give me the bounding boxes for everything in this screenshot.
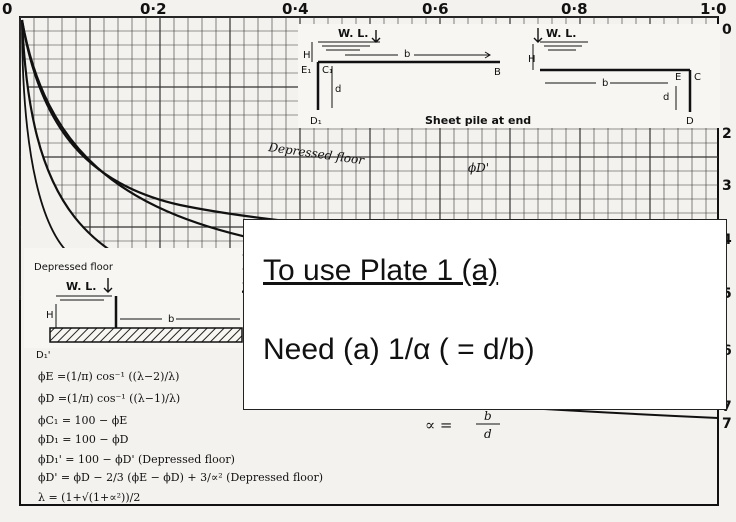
curve-label-phi-d-prime: ϕD' xyxy=(468,161,489,175)
right-tick-0: 0 xyxy=(722,22,732,38)
inset-top-e1: E₁ xyxy=(301,65,311,76)
formula-lambda: λ = (1+√(1+∝²))/2 xyxy=(38,491,141,504)
inset-top-wl-left: W. L. xyxy=(338,27,368,40)
formula-phi-c1: ϕC₁ = 100 − ϕE xyxy=(38,414,128,427)
alpha-equation: ∝ = b d xyxy=(425,409,500,441)
top-tick-0-2: 0·2 xyxy=(140,0,167,18)
inset-top-h-left: H xyxy=(303,50,311,61)
inset-top-c1: C₁ xyxy=(322,65,333,76)
right-tick-2: 2 xyxy=(722,126,732,142)
top-tick-0-8: 0·8 xyxy=(561,0,588,18)
top-tick-0-6: 0·6 xyxy=(422,0,449,18)
formula-phi-d1-prime: ϕD₁' = 100 − ϕD' (Depressed floor) xyxy=(38,453,235,466)
inset-top-e: E xyxy=(675,72,681,83)
inset-top-b-point: B xyxy=(494,67,501,78)
right-tick-3: 3 xyxy=(722,178,732,194)
formula-phi-d-prime: ϕD' = ϕD − 2/3 (ϕE − ϕD) + 3/∝² (Depress… xyxy=(38,471,324,484)
callout-need-text: Need (a) 1/α ( = d/b) xyxy=(263,333,535,366)
inset-left-title: Depressed floor xyxy=(34,262,114,273)
inset-top-d1: D₁ xyxy=(310,116,322,127)
inset-top-h-right: H xyxy=(528,54,536,65)
inset-top-b-right: b xyxy=(602,78,608,89)
inset-top-d-right: d xyxy=(663,92,669,103)
curve-label-depressed-floor: Depressed floor xyxy=(267,140,367,168)
inset-top-c: C xyxy=(694,72,701,83)
top-tick-0: 0 xyxy=(2,0,12,18)
top-tick-0-4: 0·4 xyxy=(282,0,309,18)
inset-left-d1: D₁' xyxy=(36,350,50,361)
inset-left-h: H xyxy=(46,310,54,321)
inset-left: Depressed floor W. L. H b D₁' xyxy=(24,248,243,361)
inset-left-wl: W. L. xyxy=(66,280,96,293)
inset-top-caption: Sheet pile at end xyxy=(425,114,531,127)
formula-phi-d: ϕD =(1/π) cos⁻¹ ((λ−1)/λ) xyxy=(38,392,181,405)
formula-phi-d1: ϕD₁ = 100 − ϕD xyxy=(38,433,129,446)
formula-phi-e: ϕE =(1/π) cos⁻¹ ((λ−2)/λ) xyxy=(38,370,180,383)
inset-top-b-left: b xyxy=(404,49,410,60)
alpha-equation-lhs: ∝ = xyxy=(425,416,453,434)
right-tick-7b: 7 xyxy=(722,416,732,432)
inset-top-wl-right: W. L. xyxy=(546,27,576,40)
right-tick-4: 4 xyxy=(722,232,732,248)
inset-top-d-left: d xyxy=(335,84,341,95)
alpha-equation-den: d xyxy=(484,427,492,441)
callout-box: To use Plate 1 (a) Need (a) 1/α ( = d/b) xyxy=(243,219,727,410)
alpha-equation-num: b xyxy=(484,409,492,423)
inset-top: W. L. H b E₁ C₁ B d D₁ W. L. H b E C d D… xyxy=(298,24,720,128)
callout-title: To use Plate 1 (a) xyxy=(263,254,499,287)
top-tick-1-0: 1·0 xyxy=(700,0,727,18)
inset-top-d-point: D xyxy=(686,116,694,127)
inset-left-b: b xyxy=(168,314,174,325)
